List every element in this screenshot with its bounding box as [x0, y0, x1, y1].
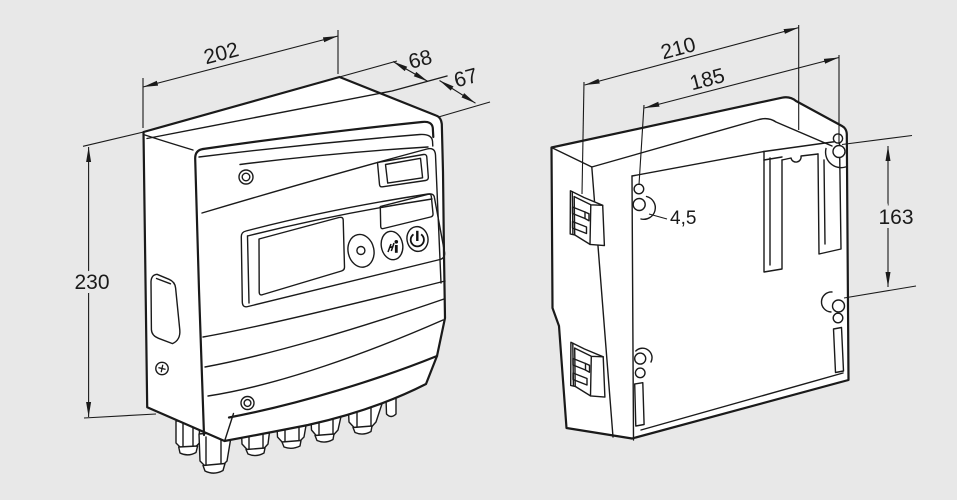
svg-text:4,5: 4,5: [670, 208, 696, 229]
svg-text:230: 230: [74, 271, 109, 294]
svg-text:163: 163: [878, 206, 913, 229]
